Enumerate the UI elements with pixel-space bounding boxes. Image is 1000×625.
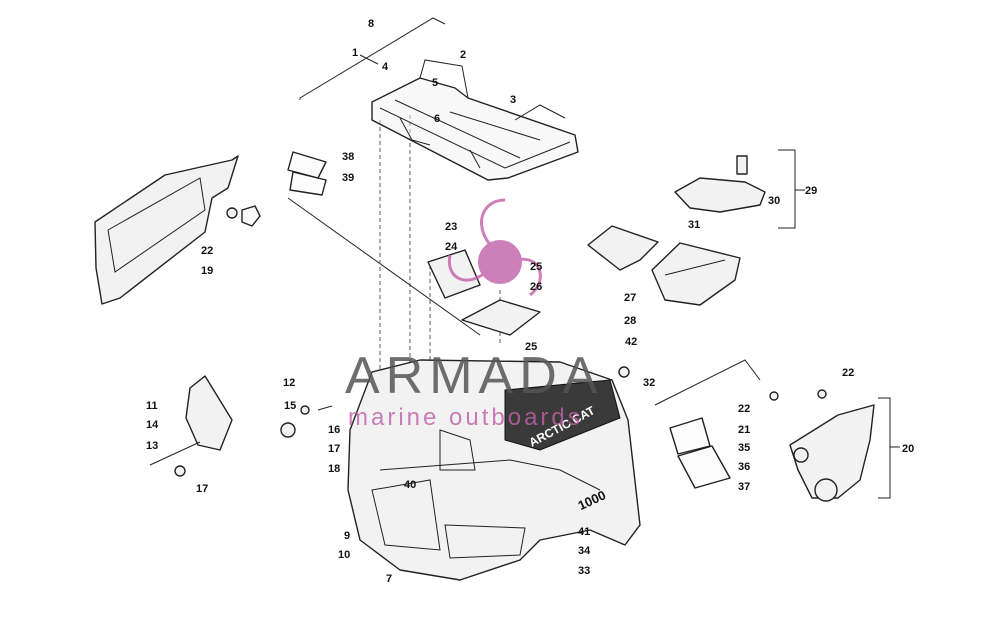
- label-36: 36: [738, 461, 750, 473]
- label-25-bottom: 25: [525, 341, 537, 353]
- label-15: 15: [284, 400, 296, 412]
- grommet-18: [280, 422, 296, 438]
- label-28: 28: [624, 315, 636, 327]
- left-panel-inner: [107, 177, 206, 273]
- label-24: 24: [445, 241, 458, 253]
- label-16: 16: [328, 424, 340, 436]
- label-42: 42: [625, 336, 637, 348]
- right-side-panel: [789, 404, 875, 499]
- watermark-logo: [447, 198, 542, 297]
- front-hood: [347, 359, 641, 581]
- label-37: 37: [738, 481, 750, 493]
- bracket-left: [287, 197, 481, 336]
- label-20: 20: [902, 443, 914, 455]
- label-35: 35: [738, 442, 750, 454]
- label-18: 18: [328, 463, 340, 475]
- label-22-mid: 22: [738, 403, 750, 415]
- watermark-title: ARMADA: [345, 347, 603, 405]
- label-8: 8: [368, 18, 374, 30]
- label-41: 41: [578, 526, 590, 538]
- nut-22-left: [226, 207, 238, 219]
- nut-22-right-b: [817, 389, 827, 399]
- right-panel-grille: [814, 478, 838, 502]
- nut-22-right-a: [769, 391, 779, 401]
- label-5: 5: [432, 77, 438, 89]
- label-21: 21: [738, 424, 750, 436]
- label-7: 7: [386, 573, 392, 585]
- label-27: 27: [624, 292, 636, 304]
- bolt-16: [317, 405, 333, 411]
- front-panel-26: [461, 299, 541, 336]
- storage-lid: [587, 225, 659, 271]
- label-31: 31: [688, 219, 700, 231]
- label-38: 38: [342, 151, 354, 163]
- label-30: 30: [768, 195, 780, 207]
- bracket-right: [654, 359, 761, 406]
- bracket-20: [878, 397, 891, 499]
- label-22-left: 22: [201, 245, 213, 257]
- label-40: 40: [404, 479, 416, 491]
- top-cover: [674, 177, 766, 213]
- label-29: 29: [805, 185, 817, 197]
- label-19: 19: [201, 265, 213, 277]
- adjuster-14: [149, 441, 201, 466]
- storage-box: [651, 242, 741, 306]
- decal-36: [677, 445, 731, 489]
- label-39: 39: [342, 172, 354, 184]
- leader-1: [359, 54, 379, 65]
- label-17b: 17: [328, 443, 340, 455]
- label-17a: 17: [196, 483, 208, 495]
- label-22-right: 22: [842, 367, 854, 379]
- fastener-32: [618, 366, 630, 378]
- left-side-panel: [94, 155, 239, 305]
- washer-17-left: [174, 465, 186, 477]
- label-34: 34: [578, 545, 591, 557]
- cover-latch: [736, 155, 748, 175]
- washer-left: [241, 205, 261, 227]
- label-23: 23: [445, 221, 457, 233]
- label-3: 3: [510, 94, 516, 106]
- label-6: 6: [434, 113, 440, 125]
- headlight-11: [185, 375, 233, 451]
- right-panel-emblem: [793, 447, 809, 463]
- storage-box-rim: [664, 259, 726, 276]
- rack: [371, 59, 579, 181]
- label-26: 26: [530, 281, 542, 293]
- watermark-subtitle: marine outboards: [348, 404, 583, 431]
- label-4: 4: [382, 61, 389, 73]
- decal-39: [289, 171, 327, 196]
- label-2: 2: [460, 49, 466, 61]
- label-13: 13: [146, 440, 158, 452]
- label-25-top: 25: [530, 261, 542, 273]
- washer-17-right: [300, 405, 310, 415]
- label-33: 33: [578, 565, 590, 577]
- label-11: 11: [146, 400, 158, 412]
- bracket-29: [778, 149, 796, 229]
- label-32: 32: [643, 377, 655, 389]
- label-14: 14: [146, 419, 159, 431]
- label-1: 1: [352, 47, 358, 59]
- label-12: 12: [283, 377, 295, 389]
- label-10: 10: [338, 549, 350, 561]
- label-9: 9: [344, 530, 350, 542]
